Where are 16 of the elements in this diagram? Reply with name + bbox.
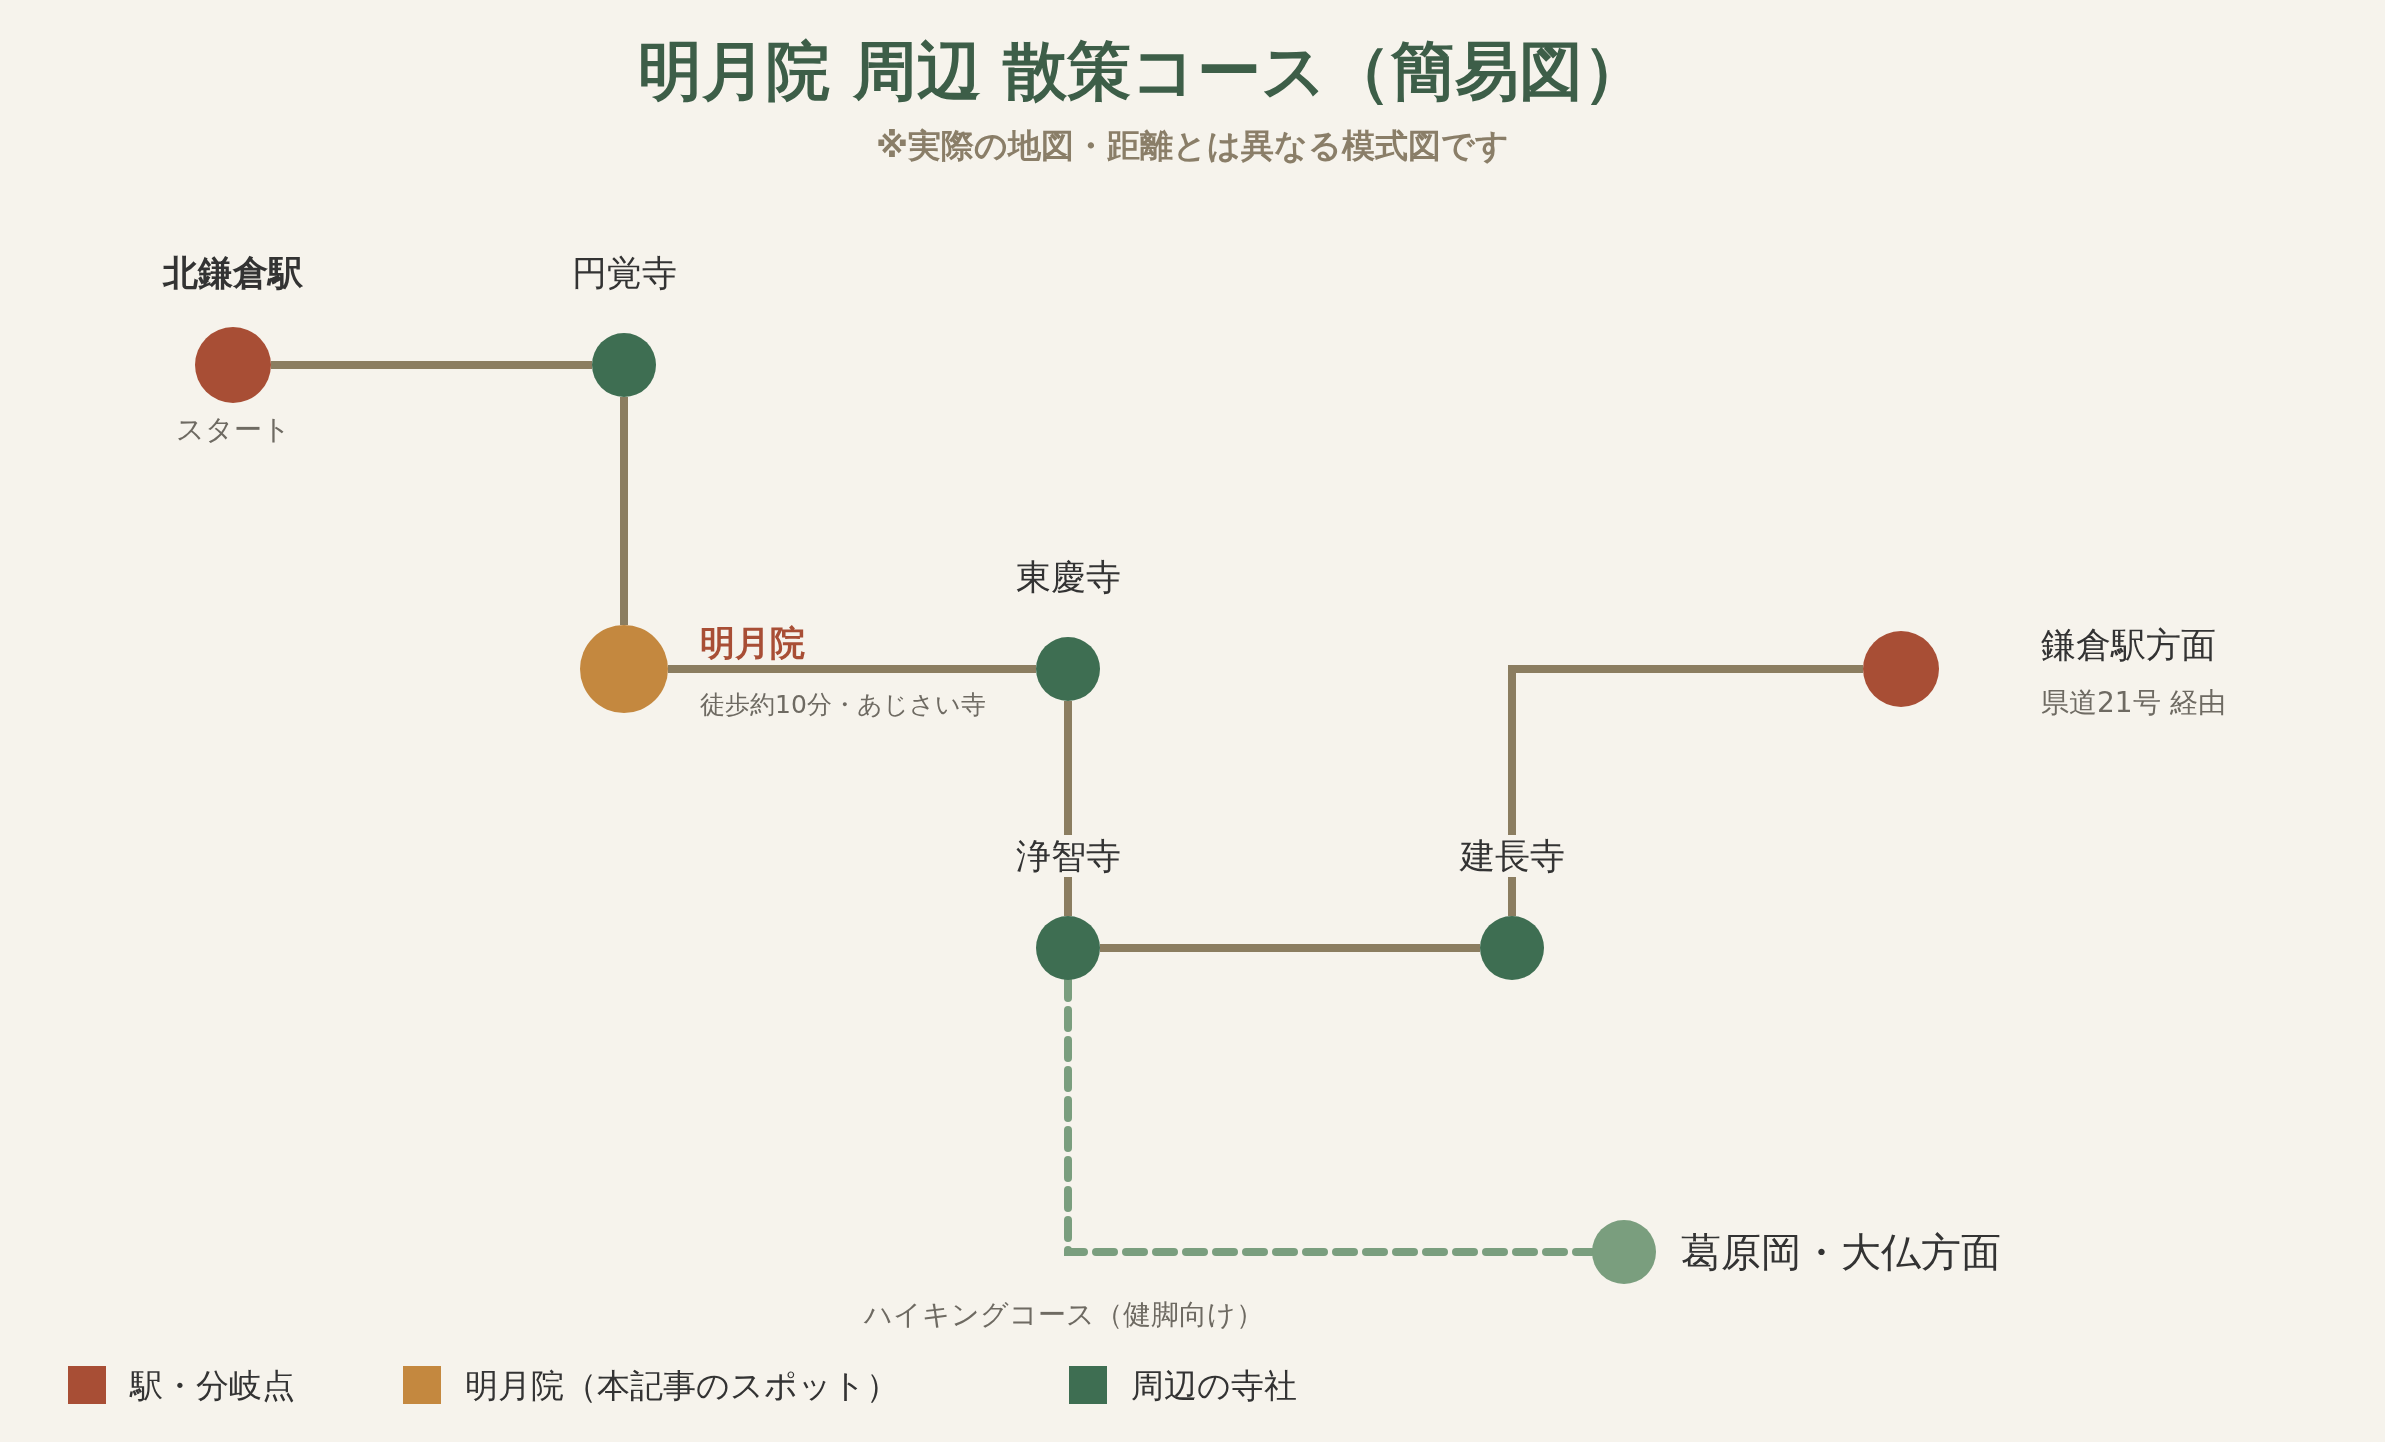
place-label: 鎌倉駅方面: [2041, 624, 2216, 666]
legend-label: 駅・分岐点: [130, 1365, 295, 1407]
route-line: [620, 397, 628, 625]
title: 明月院 周辺 散策コース（簡易図）: [637, 33, 1648, 110]
route-line: [668, 665, 1036, 673]
place-label: 明月院: [700, 622, 805, 664]
place-label: 葛原岡・大仏方面: [1681, 1228, 2001, 1276]
route-line: [1100, 944, 1480, 952]
legend-label: 周辺の寺社: [1131, 1365, 1297, 1407]
route-line: [271, 361, 592, 369]
note-label: 徒歩約10分・あじさい寺: [700, 690, 986, 720]
note-label: 県道21号 経由: [2041, 686, 2226, 720]
legend-label: 明月院（本記事のスポット）: [465, 1365, 899, 1407]
route-line: [1508, 665, 1863, 916]
note-label: スタート: [175, 413, 291, 447]
subtitle: ※実際の地図・距離とは異なる模式図です: [874, 125, 1511, 167]
